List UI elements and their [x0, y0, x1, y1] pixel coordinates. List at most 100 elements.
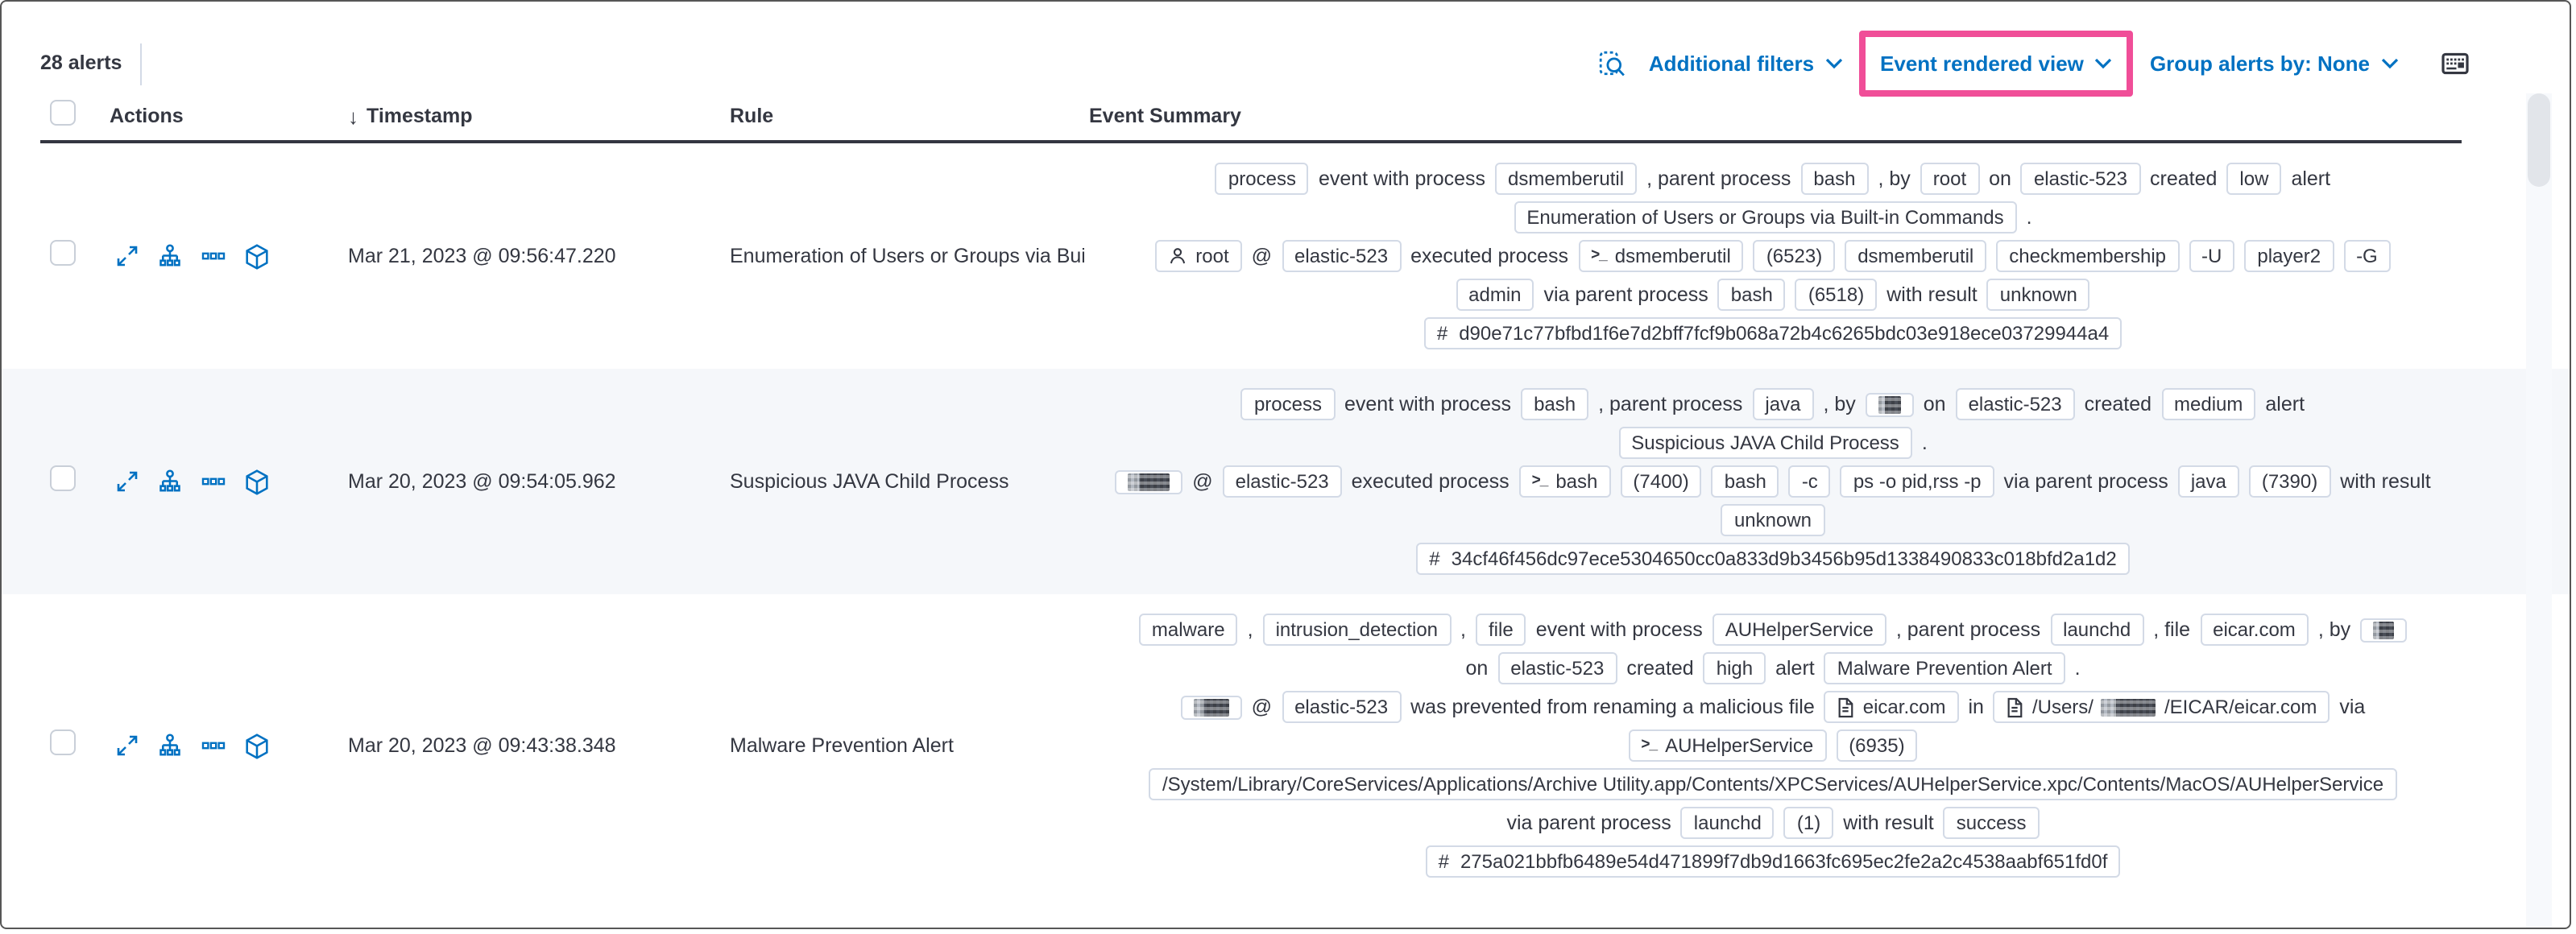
- summary-badge: admin: [1456, 279, 1534, 311]
- inspect-icon: [1600, 50, 1626, 76]
- summary-text: ,: [1460, 618, 1466, 641]
- summary-badge: root: [1155, 240, 1242, 272]
- summary-badge: -c: [1788, 465, 1831, 498]
- summary-badge: #275a021bbfb6489e54d471899f7db9d1663fc69…: [1425, 845, 2121, 878]
- summary-badge: bash: [1800, 163, 1869, 195]
- more-actions-button[interactable]: [200, 243, 227, 269]
- chevron-down-icon: [2095, 57, 2113, 68]
- row-checkbox[interactable]: [50, 729, 76, 754]
- open-session-view-button[interactable]: [243, 468, 271, 495]
- expand-icon: [117, 735, 138, 756]
- analyze-event-button[interactable]: [156, 732, 184, 759]
- expand-alert-button[interactable]: [114, 243, 140, 269]
- summary-badge: (7400): [1620, 465, 1702, 498]
- more-actions-button[interactable]: [200, 469, 227, 494]
- summary-badge: [1865, 392, 1914, 416]
- alert-count: 28 alerts: [40, 52, 122, 74]
- summary-badge: >_bash: [1518, 465, 1611, 498]
- timestamp-header-label: Timestamp: [367, 105, 473, 127]
- summary-badge: (7390): [2248, 465, 2331, 498]
- summary-badge: dsmemberutil: [1495, 163, 1638, 195]
- summary-text: executed process: [1351, 470, 1510, 493]
- alert-timestamp: Mar 20, 2023 @ 09:54:05.962: [348, 470, 616, 493]
- summary-badge: Enumeration of Users or Groups via Built…: [1514, 201, 2017, 234]
- expand-alert-button[interactable]: [114, 469, 140, 494]
- row-checkbox[interactable]: [50, 465, 76, 490]
- summary-text: alert: [2265, 393, 2305, 415]
- session-view-icon: [246, 469, 268, 494]
- summary-text: executed process: [1410, 245, 1569, 267]
- additional-filters-button[interactable]: Additional filters: [1646, 51, 1846, 75]
- summary-line: /System/Library/CoreServices/Application…: [1084, 765, 2462, 804]
- alert-timestamp: Mar 21, 2023 @ 09:56:47.220: [348, 245, 616, 267]
- more-actions-icon: [201, 252, 226, 260]
- group-alerts-by-button[interactable]: Group alerts by: None: [2147, 51, 2402, 75]
- hash-icon: #: [1438, 850, 1449, 873]
- analyze-event-button[interactable]: [156, 242, 184, 270]
- alert-row: Mar 21, 2023 @ 09:56:47.220 Enumeration o…: [2, 143, 2570, 369]
- chevron-down-icon: [2381, 57, 2399, 68]
- more-actions-icon: [201, 477, 226, 486]
- table-header-row: Actions ↓ Timestamp Rule Event Summary: [40, 92, 2462, 140]
- terminal-prompt-icon: >_: [1591, 246, 1608, 264]
- summary-badge: root: [1920, 163, 1980, 195]
- column-header-timestamp[interactable]: ↓ Timestamp: [324, 104, 710, 128]
- summary-badge: Malware Prevention Alert: [1824, 652, 2065, 684]
- summary-text: on: [1989, 167, 2011, 190]
- summary-text: , parent process: [1598, 393, 1743, 415]
- summary-badge: process: [1215, 163, 1309, 195]
- summary-text: event with process: [1318, 167, 1486, 190]
- alert-rule: Enumeration of Users or Groups via Bui: [730, 245, 1084, 267]
- expand-icon: [117, 471, 138, 492]
- summary-text: via: [2339, 696, 2366, 718]
- inspect-button[interactable]: [1592, 49, 1633, 76]
- summary-badge: eicar.com: [2200, 614, 2309, 646]
- redacted-value: [2373, 621, 2395, 639]
- more-actions-button[interactable]: [200, 733, 227, 758]
- terminal-prompt-icon: >_: [1641, 736, 1658, 754]
- summary-badge: bash: [1521, 388, 1589, 420]
- summary-text: via parent process: [1506, 812, 1671, 834]
- summary-badge: >_AUHelperService: [1628, 729, 1827, 762]
- summary-text: @: [1251, 245, 1273, 267]
- summary-badge: [1180, 695, 1242, 719]
- open-session-view-button[interactable]: [243, 732, 271, 759]
- summary-badge: AUHelperService: [1712, 614, 1886, 646]
- summary-text: .: [2026, 206, 2032, 229]
- summary-text: on: [1923, 393, 1946, 415]
- file-icon: [1839, 696, 1854, 717]
- summary-badge: malware: [1138, 614, 1238, 646]
- summary-badge: intrusion_detection: [1262, 614, 1452, 646]
- summary-badge: >_dsmemberutil: [1578, 240, 1744, 272]
- select-all-checkbox[interactable]: [50, 99, 76, 125]
- header-divider: [40, 140, 2462, 143]
- alerts-toolbar: Additional filters Event rendered view G…: [1592, 23, 2476, 103]
- event-rendered-view-button[interactable]: Event rendered view: [1877, 51, 2116, 75]
- summary-badge: #d90e71c77bfbd1f6e7d2bff7fcf9b068a72b4c6…: [1423, 317, 2123, 349]
- chevron-down-icon: [1825, 57, 1843, 68]
- summary-badge: elastic-523: [1497, 652, 1617, 684]
- scrollbar-track[interactable]: [2526, 93, 2552, 928]
- expand-alert-button[interactable]: [114, 733, 140, 758]
- sort-descending-icon: ↓: [348, 104, 358, 128]
- alert-rule: Malware Prevention Alert: [730, 734, 954, 757]
- alert-row: Mar 20, 2023 @ 09:54:05.962 Suspicious JA…: [2, 369, 2570, 594]
- analyze-event-button[interactable]: [156, 468, 184, 495]
- summary-text: in: [1968, 696, 1984, 718]
- more-actions-icon: [201, 742, 226, 750]
- keyboard-shortcuts-button[interactable]: [2434, 51, 2476, 75]
- summary-badge: /System/Library/CoreServices/Application…: [1149, 768, 2397, 800]
- summary-badge: [1115, 469, 1183, 494]
- summary-badge: Suspicious JAVA Child Process: [1618, 427, 1912, 459]
- summary-badge: launchd: [1680, 807, 1775, 839]
- scrollbar-thumb[interactable]: [2528, 93, 2550, 187]
- row-checkbox[interactable]: [50, 239, 76, 265]
- open-session-view-button[interactable]: [243, 242, 271, 270]
